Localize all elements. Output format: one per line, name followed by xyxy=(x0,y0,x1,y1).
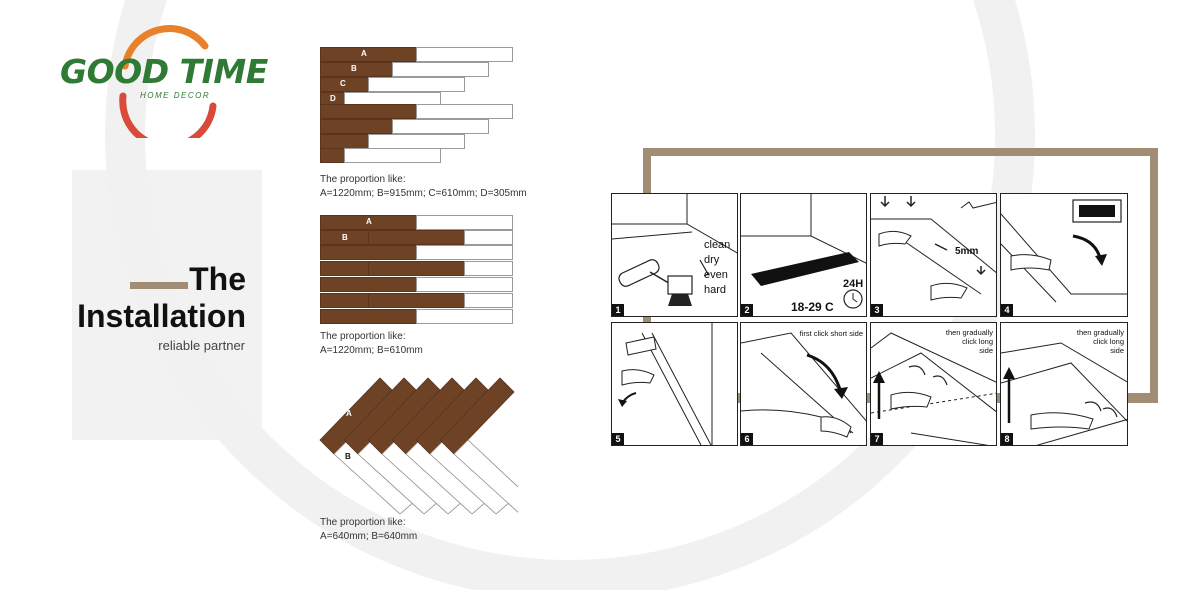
heading-line2: Installation xyxy=(77,298,246,334)
brand-name: GOOD TIME xyxy=(60,52,268,91)
plank xyxy=(320,119,393,134)
plank xyxy=(368,293,465,308)
note-line-2: click long xyxy=(1093,337,1124,346)
long-side-click-illustration xyxy=(871,332,996,445)
plank xyxy=(368,77,465,92)
plank xyxy=(368,261,465,276)
plank xyxy=(344,148,441,163)
plank-label-b: B xyxy=(351,64,357,73)
caption-text: A=1220mm; B=915mm; C=610mm; D=305mm xyxy=(320,188,527,199)
text-dry: dry xyxy=(704,254,720,266)
title-accent-bar xyxy=(130,282,188,289)
step-number-7: 7 xyxy=(871,433,883,445)
step-panel-2: 24H 18-29 C 2 xyxy=(740,193,867,317)
plank-label-b: B xyxy=(345,452,351,461)
step-6-note: first click short side xyxy=(799,329,863,338)
step-panel-5: 5 xyxy=(611,322,738,446)
herringbone-plank-a xyxy=(439,377,515,455)
plank xyxy=(464,230,513,245)
step-number-5: 5 xyxy=(612,433,624,445)
pattern-2-caption: The proportion like: A=1220mm; B=610mm xyxy=(320,330,423,358)
click-in-illustration xyxy=(1001,199,1127,303)
step-1-text: clean dry even hard xyxy=(704,238,730,298)
plank xyxy=(320,293,369,308)
plank-label-a: A xyxy=(361,49,367,58)
step-panel-6: first click short side 6 xyxy=(740,322,867,446)
step-panel-3: 5mm 3 xyxy=(870,193,997,317)
plank-label-a: A xyxy=(346,409,352,418)
caption-title: The proportion like: xyxy=(320,331,406,342)
plank xyxy=(416,277,513,292)
plank xyxy=(392,62,489,77)
plank-label-d: D xyxy=(330,94,336,103)
step-panel-1: clean dry even hard 1 xyxy=(611,193,738,317)
plank xyxy=(416,309,513,324)
logo-arc xyxy=(119,25,217,138)
plank xyxy=(320,134,369,149)
pattern-1-caption: The proportion like: A=1220mm; B=915mm; … xyxy=(320,173,527,201)
plank-label-c: C xyxy=(340,79,346,88)
time-label: 24H xyxy=(843,278,864,290)
plank xyxy=(416,47,513,62)
note-line-3: side xyxy=(1110,346,1124,355)
short-side-click-illustration xyxy=(741,332,866,438)
spacer-illustration xyxy=(871,196,996,301)
step-panel-7: then gradually click long side 7 xyxy=(870,322,997,446)
plank xyxy=(320,309,417,324)
plank xyxy=(320,245,417,260)
brand-subtitle: HOME DECOR xyxy=(140,91,211,100)
note-line-1: then gradually xyxy=(945,328,993,337)
step-number-2: 2 xyxy=(741,304,753,316)
step-8-note: then gradually click long side xyxy=(1064,328,1124,355)
step-7-note: then gradually click long side xyxy=(933,328,993,355)
caption-text: A=640mm; B=640mm xyxy=(320,531,418,542)
text-even: even xyxy=(704,269,728,281)
note-line-1: then gradually xyxy=(1076,328,1124,337)
gap-label: 5mm xyxy=(955,246,979,257)
plank-label-a: A xyxy=(366,217,372,226)
step-number-8: 8 xyxy=(1001,433,1013,445)
plank xyxy=(464,293,513,308)
clean-floor-illustration xyxy=(612,194,737,306)
long-side-click-illustration-2 xyxy=(1001,342,1127,445)
plank xyxy=(368,230,465,245)
heading-line1: The xyxy=(189,261,246,297)
plank xyxy=(464,261,513,276)
text-hard: hard xyxy=(704,284,727,296)
pattern-3-caption: The proportion like: A=640mm; B=640mm xyxy=(320,516,417,544)
plank xyxy=(368,134,465,149)
note-line-3: side xyxy=(979,346,993,355)
tagline: reliable partner xyxy=(158,338,245,353)
plank xyxy=(320,277,417,292)
step-number-1: 1 xyxy=(612,304,624,316)
caption-text: A=1220mm; B=610mm xyxy=(320,345,423,356)
plank xyxy=(320,104,417,119)
plank xyxy=(320,47,417,62)
step-panel-8: then gradually click long side 8 xyxy=(1000,322,1128,446)
note-line-2: click long xyxy=(962,337,993,346)
herringbone-plank-b xyxy=(453,439,518,513)
acclimatize-illustration xyxy=(741,194,866,309)
caption-title: The proportion like: xyxy=(320,174,406,185)
pattern-3-herringbone xyxy=(319,377,518,514)
caption-title: The proportion like: xyxy=(320,517,406,528)
text-clean: clean xyxy=(704,239,731,251)
step-number-4: 4 xyxy=(1001,304,1013,316)
step-number-3: 3 xyxy=(871,304,883,316)
plank xyxy=(416,104,513,119)
step-panel-4: 4 xyxy=(1000,193,1128,317)
plank xyxy=(392,119,489,134)
plank xyxy=(320,148,345,163)
temperature-label: 18-29 C xyxy=(791,300,834,314)
plank xyxy=(416,215,513,230)
plank xyxy=(416,245,513,260)
plank-label-b: B xyxy=(342,233,348,242)
step-number-6: 6 xyxy=(741,433,753,445)
plank xyxy=(320,261,369,276)
angle-insert-illustration xyxy=(618,323,713,445)
